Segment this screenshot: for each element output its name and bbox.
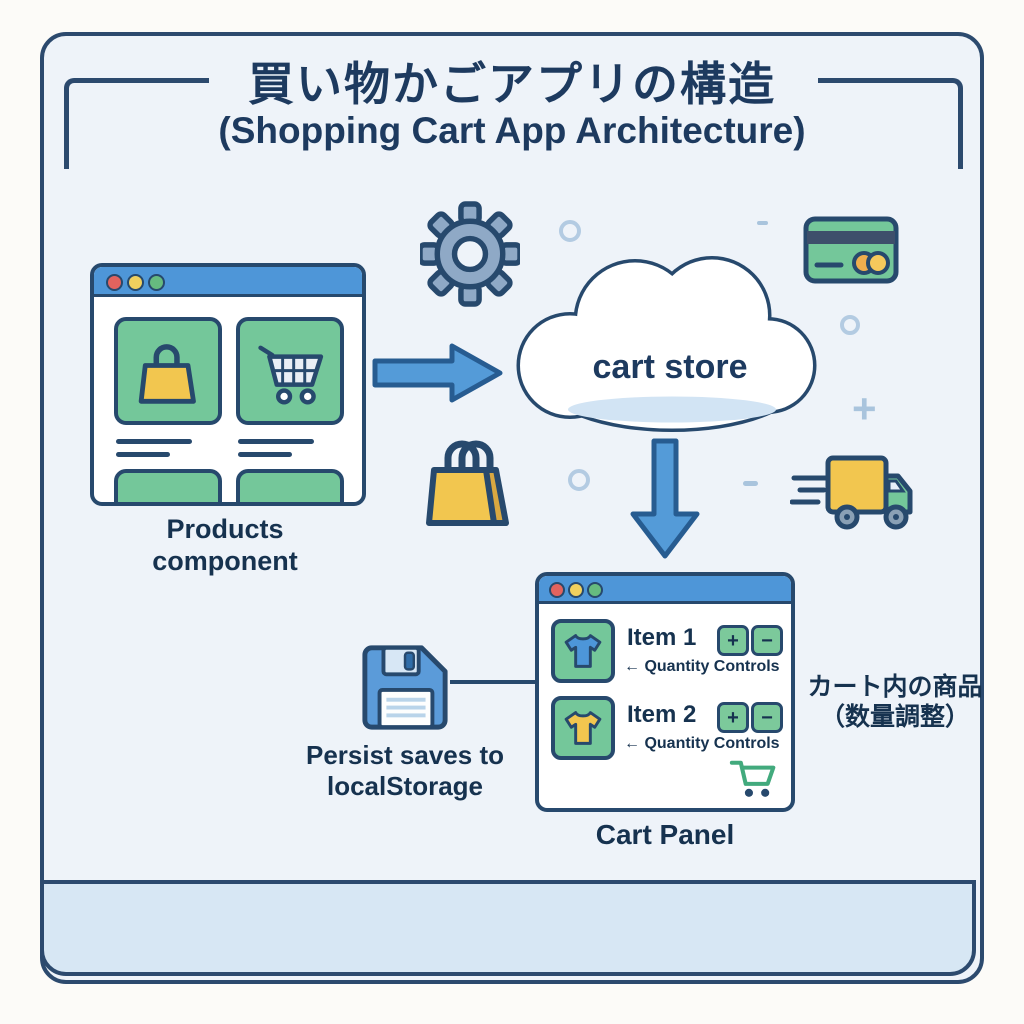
arrow-right-icon [372, 343, 503, 403]
product-card-bag [114, 317, 222, 425]
window-dot-yellow [127, 274, 144, 291]
shopping-bag-icon [138, 344, 196, 404]
floppy-disk-icon [362, 645, 448, 730]
button-placeholder [236, 469, 344, 502]
page-subtitle: (Shopping Cart App Architecture) [218, 110, 806, 151]
products-window [90, 263, 366, 506]
cart-panel-label: Cart Panel [595, 819, 735, 850]
gear-icon [420, 201, 520, 307]
window-dot-yellow [568, 582, 584, 598]
shopping-cart-icon [258, 345, 324, 405]
text-placeholder-line [116, 439, 192, 444]
page-title: 買い物かごアプリの構造 [248, 58, 776, 110]
quantity-increase-button: + [717, 702, 749, 733]
button-placeholder [114, 469, 222, 502]
products-label: Products component [152, 514, 298, 577]
cart-item-note: ← Quantity Controls [624, 735, 780, 752]
decor-dash [743, 481, 758, 486]
cart-item-name: Item 1 [627, 624, 697, 651]
cart-panel-titlebar [539, 576, 791, 604]
cart-panel-window: Item 1 ← Quantity Controls + − Item 2 ← … [535, 572, 795, 812]
cart-item-note: ← Quantity Controls [624, 658, 780, 675]
decor-plus: + [852, 385, 877, 432]
decor-ring [559, 220, 581, 242]
products-window-titlebar [94, 267, 362, 297]
text-placeholder-line [238, 452, 292, 457]
title-bracket-right [818, 78, 963, 169]
cart-contents-note: カート内の商品 （数量調整） [807, 673, 983, 731]
cart-item-thumb [551, 696, 615, 760]
credit-card-icon [803, 216, 899, 284]
arrow-down-icon [630, 438, 700, 559]
quantity-decrease-button: − [751, 625, 783, 656]
window-dot-green [148, 274, 165, 291]
text-placeholder-line [116, 452, 170, 457]
window-dot-red [549, 582, 565, 598]
cart-store-label: cart store [592, 348, 748, 386]
tshirt-icon [564, 634, 602, 668]
product-card-cart [236, 317, 344, 425]
quantity-decrease-button: − [751, 702, 783, 733]
decor-ring [840, 315, 860, 335]
title-bracket-left [64, 78, 209, 169]
cart-item-name: Item 2 [627, 701, 697, 728]
shopping-bag-icon [426, 440, 509, 526]
text-placeholder-line [238, 439, 314, 444]
decor-ring [568, 469, 590, 491]
tshirt-icon [564, 711, 602, 745]
decor-dash [757, 221, 768, 225]
footer-band [40, 880, 976, 976]
floppy-connector-line [450, 680, 536, 684]
delivery-truck-icon [790, 455, 913, 530]
cart-summary-icon [729, 760, 776, 797]
window-dot-red [106, 274, 123, 291]
persist-label: Persist saves to localStorage [305, 740, 504, 802]
quantity-increase-button: + [717, 625, 749, 656]
cart-store-node: cart store [500, 235, 840, 440]
cloud-icon [516, 256, 817, 432]
window-dot-green [587, 582, 603, 598]
cart-item-thumb [551, 619, 615, 683]
